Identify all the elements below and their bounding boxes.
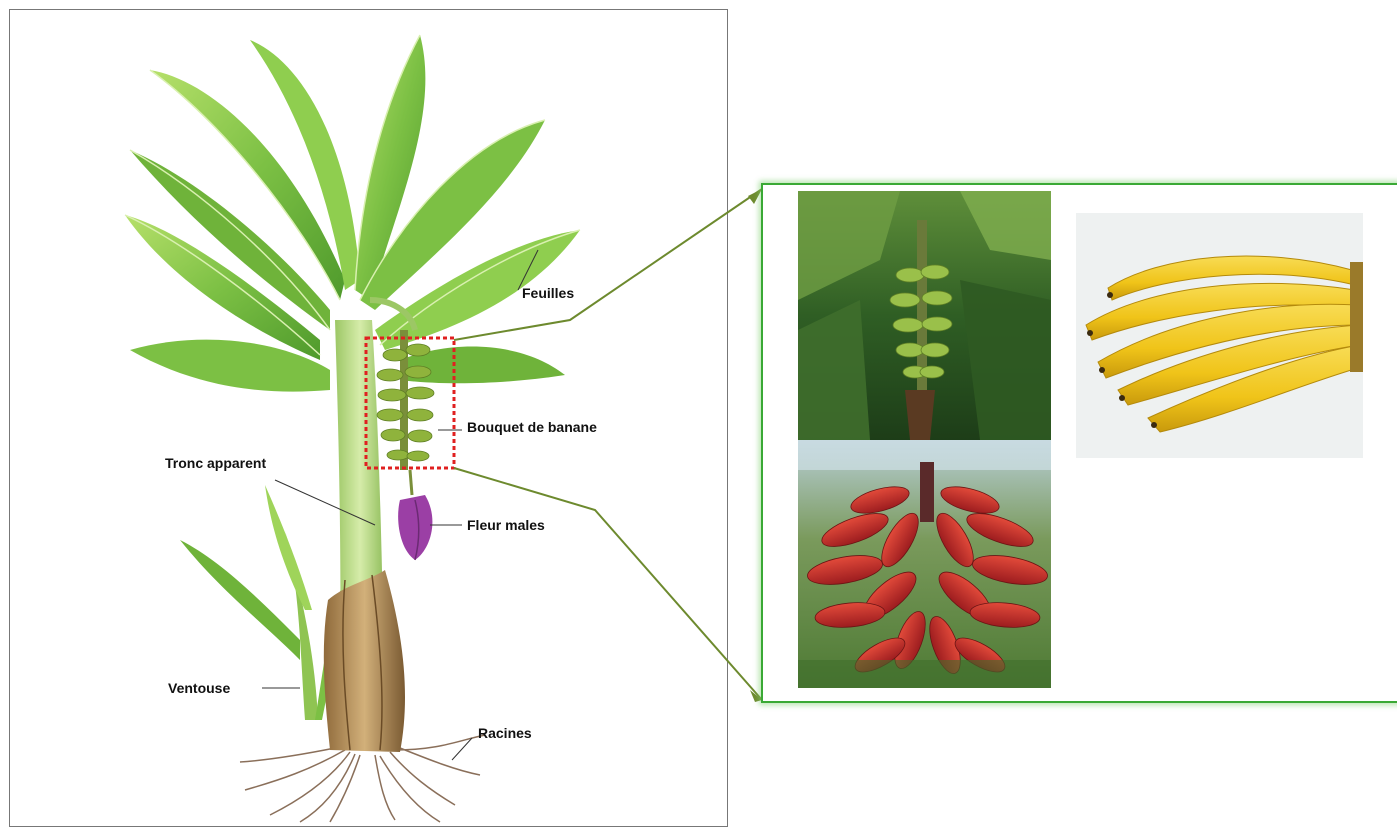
- label-ventouse: Ventouse: [168, 680, 230, 696]
- banana-photo-panel: [762, 184, 1397, 702]
- label-fleur: Fleur males: [467, 517, 545, 533]
- label-feuilles: Feuilles: [522, 285, 574, 301]
- label-racines: Racines: [478, 725, 532, 741]
- green-banana-bunch-photo: [798, 191, 1051, 440]
- label-tronc: Tronc apparent: [165, 455, 266, 471]
- yellow-bananas-photo: [1076, 213, 1363, 458]
- red-banana-bunch-photo: [798, 440, 1051, 688]
- label-bouquet: Bouquet de banane: [467, 419, 597, 435]
